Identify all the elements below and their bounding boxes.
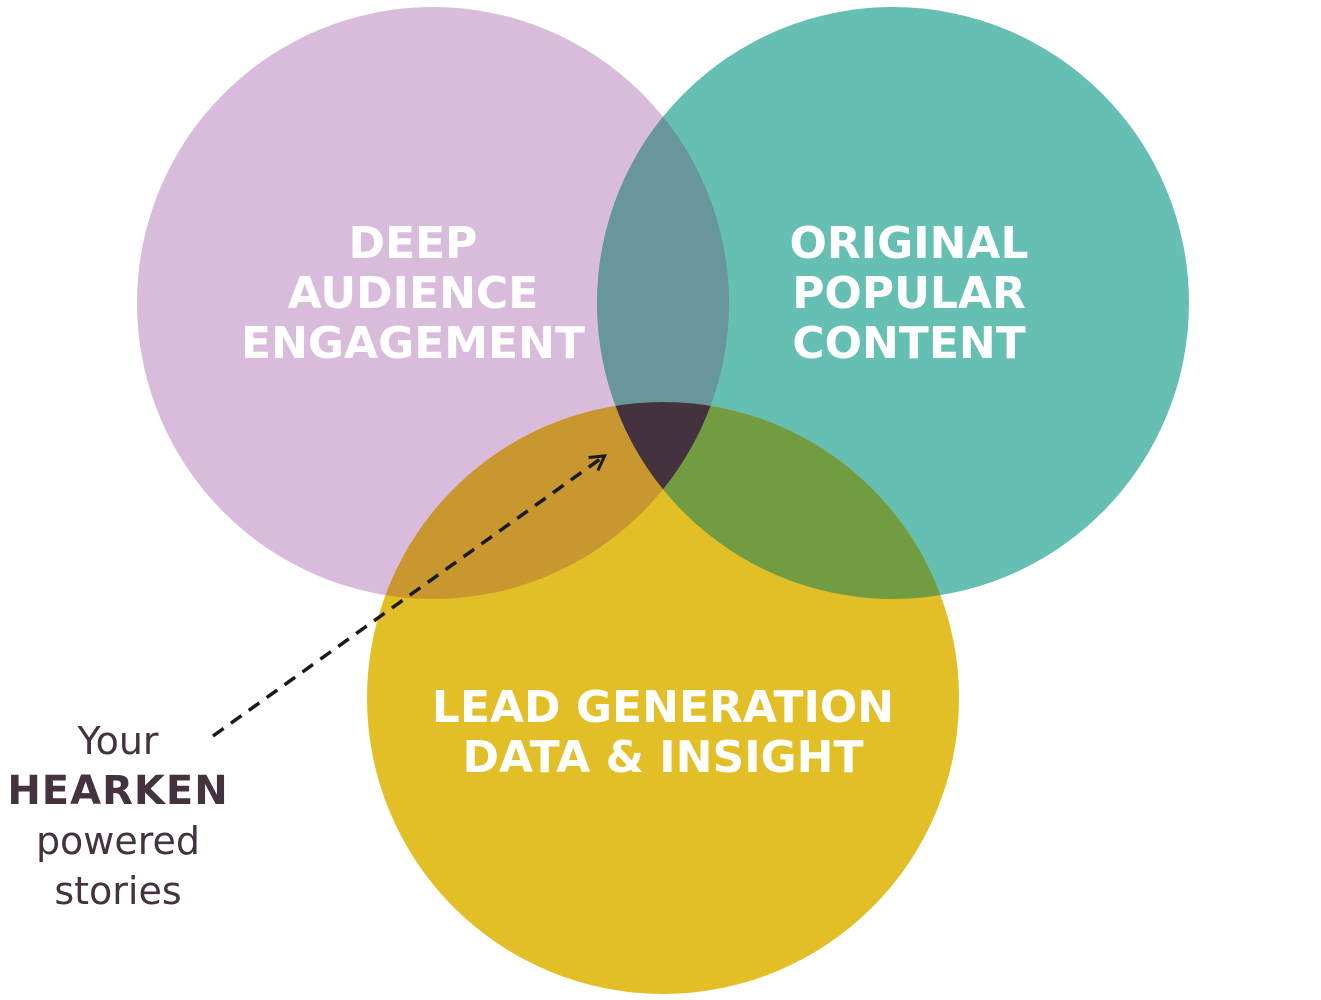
callout-line-hearken: HEARKEN xyxy=(7,768,229,814)
callout-line-powered: powered xyxy=(35,819,201,863)
overlap-content-leads xyxy=(597,402,959,599)
callout-line-your: Your xyxy=(77,719,159,763)
overlap-engagement-leads xyxy=(367,402,729,599)
label-leads-line2: DATA & INSIGHT xyxy=(462,732,863,783)
label-engagement-line3: ENGAGEMENT xyxy=(241,318,585,369)
label-leads-line1: LEAD GENERATION xyxy=(432,682,894,733)
label-content-line1: ORIGINAL xyxy=(789,218,1028,269)
callout-line-stories: stories xyxy=(54,869,182,913)
callout-text: Your HEARKEN powered stories xyxy=(0,716,236,916)
label-engagement-line2: AUDIENCE xyxy=(288,268,539,319)
callout-arrow xyxy=(211,454,608,738)
label-content-line2: POPULAR xyxy=(792,268,1026,319)
label-content-line3: CONTENT xyxy=(792,318,1025,369)
label-engagement-line1: DEEP xyxy=(349,218,478,269)
